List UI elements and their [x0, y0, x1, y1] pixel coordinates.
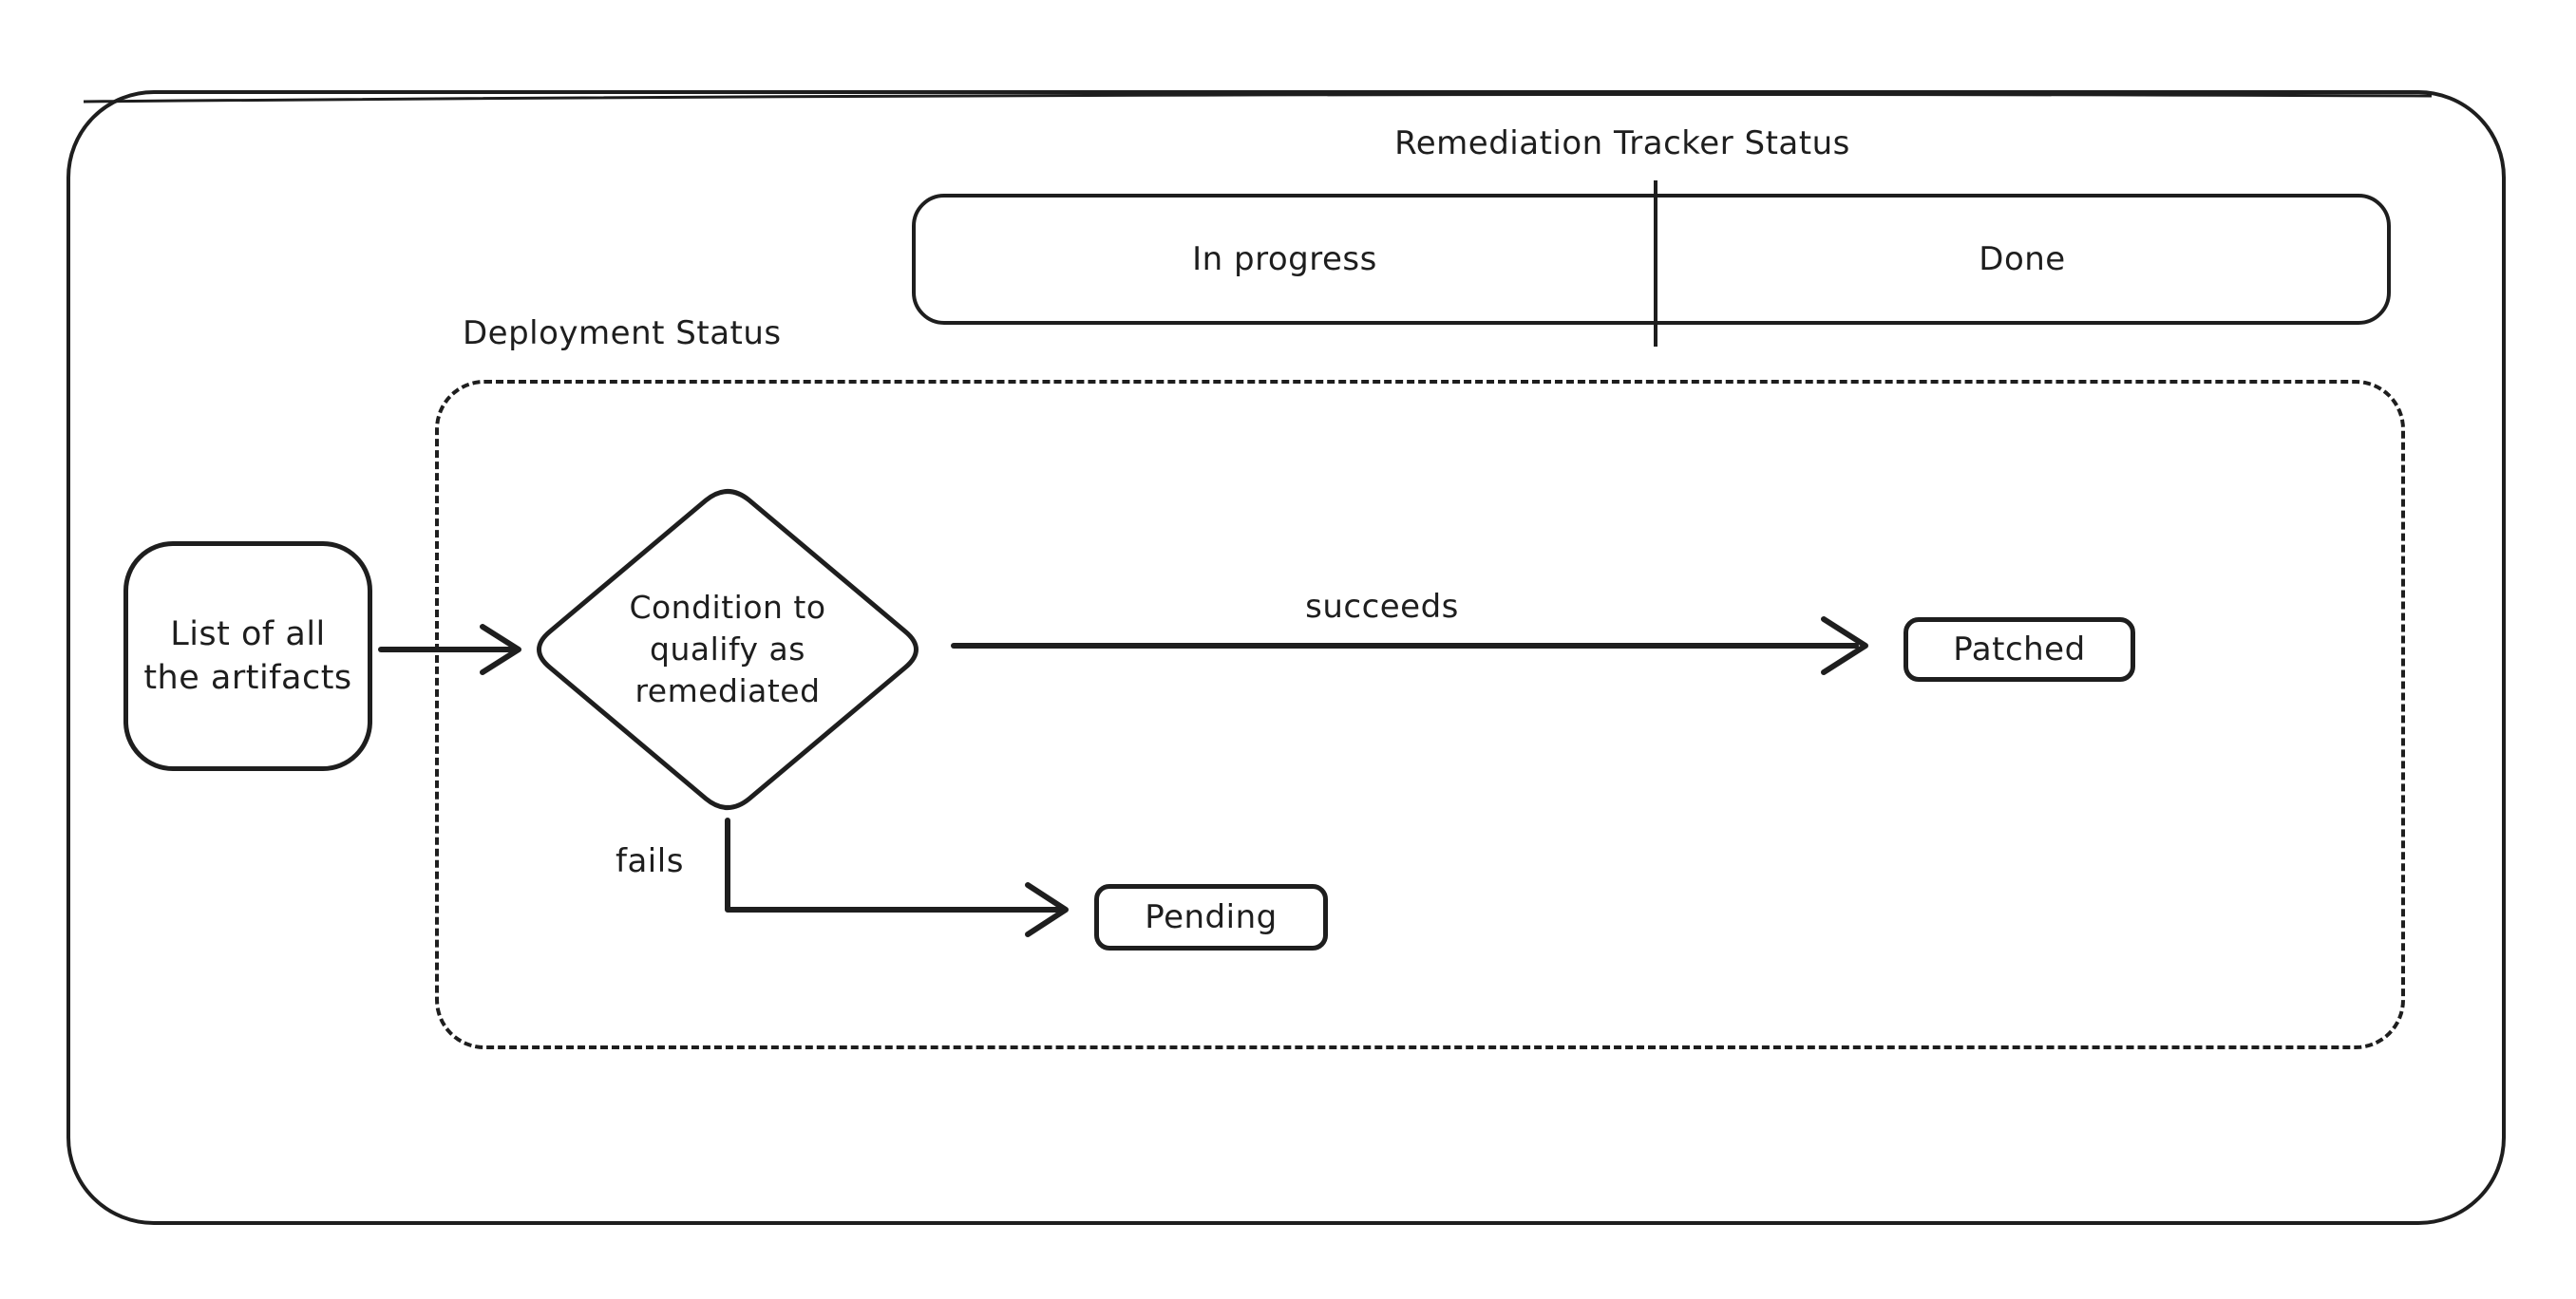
remediation-tracker-box	[912, 194, 2391, 325]
tracker-cell-in-progress: In progress	[1192, 240, 1377, 278]
patched-node-label: Patched	[1953, 631, 2086, 668]
pending-node-label: Pending	[1145, 898, 1278, 936]
fails-edge-label: fails	[616, 842, 684, 880]
artifacts-node	[123, 541, 372, 771]
condition-diamond-label: Condition to qualify as remediated	[629, 589, 826, 709]
diagram-title: Remediation Tracker Status	[1394, 124, 1850, 162]
deployment-status-box	[435, 380, 2405, 1049]
deployment-status-label: Deployment Status	[463, 314, 782, 352]
artifacts-node-label: List of all the artifacts	[143, 615, 352, 697]
patched-node	[1904, 617, 2135, 682]
pending-node	[1094, 884, 1328, 951]
tracker-cell-done: Done	[1979, 240, 2066, 278]
succeeds-edge-label: succeeds	[1305, 588, 1459, 626]
